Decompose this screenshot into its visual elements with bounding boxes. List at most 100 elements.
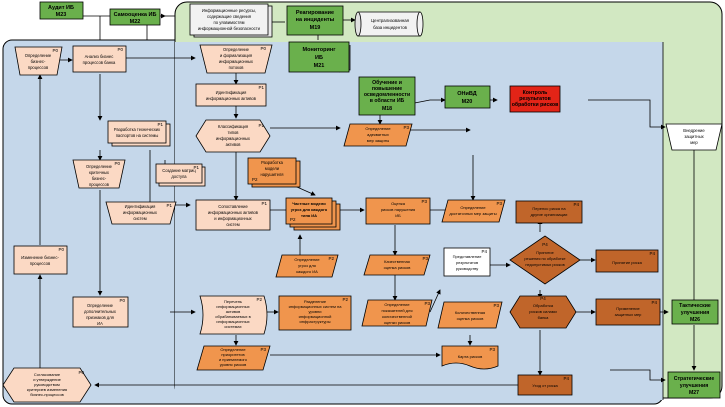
node-p0-critical[interactable]: P0 Определение критичных бизнес- процесс… — [72, 159, 126, 189]
audit-code: М23 — [56, 12, 67, 18]
audit-box[interactable]: Аудит ИБ М23 — [39, 1, 84, 20]
node-text-p3-sufficient-tag: P3 — [496, 201, 502, 206]
node-p4-accept[interactable]: P4 Принятие риска — [595, 249, 659, 273]
node-text-p2-list-tag: P2 — [256, 297, 262, 302]
incidentdb-line1: Централизованная — [371, 18, 410, 23]
incidentdb-cylinder[interactable]: Централизованная база инцидентов — [354, 11, 424, 37]
node-text-p2-model-line1: Разработка — [261, 160, 284, 165]
node-text-p2-split-tag: P2 — [342, 297, 348, 302]
node-p4-avoid[interactable]: P4 Уход от риска — [517, 374, 573, 396]
node-p1-passports[interactable]: P1 Разработка технических паспортов на с… — [107, 120, 171, 147]
node-text-p0-analysis-tag: P0 — [117, 47, 123, 52]
strategic-box[interactable]: Стратегические улучшения М27 — [667, 371, 721, 399]
node-p0-agree[interactable]: P0 Согласование и утверждение руководств… — [2, 367, 92, 403]
node-p3-result-present[interactable]: P4 Представление результатов руководству — [443, 247, 491, 277]
node-text-p1-ident-systems-line1: Идентификация — [125, 204, 156, 209]
node-implement[interactable]: Внедрение защитных мер — [665, 123, 723, 151]
node-text-p3-result-present-tag: P4 — [481, 249, 487, 254]
node-text-p3-priorities-line1: Определение — [220, 347, 246, 352]
selfassess-box[interactable]: Самооценка ИБ М22 — [109, 8, 161, 26]
incident-box[interactable]: Реагирование на инциденты М19 — [286, 5, 344, 36]
node-text-p1-ident-assets-tag: P1 — [258, 85, 264, 90]
tactical-box[interactable]: Тактические улучшения М26 — [671, 299, 719, 325]
inforesources-doc[interactable]: Информационные ресурсы, содержащие сведе… — [189, 3, 273, 38]
node-text-p4-transfer-line1: Перенос риска на — [532, 206, 566, 211]
node-p3-sufficient[interactable]: P3 Определение достаточных мер защиты — [441, 199, 506, 223]
node-p1-ident-systems[interactable]: P1 Идентификация информационных систем — [105, 201, 177, 225]
node-p1-mapping[interactable]: P1 Сопоставление информационных активов … — [195, 199, 271, 231]
node-text-p2-list-line4: обрабатываемых в — [215, 314, 250, 319]
node-p1-ident-assets[interactable]: P1 Идентификация информационных активов — [195, 83, 267, 107]
inforesources-line2: содержащие сведения — [207, 14, 251, 19]
selfassess-label: Самооценка ИБ — [114, 12, 157, 18]
node-text-p0-business-line1: Определение — [25, 53, 52, 58]
node-text-p1-passports-line2: паспортов на системы — [116, 133, 159, 138]
monitoring-line2: ИБ — [315, 55, 323, 61]
node-p2-threats-each[interactable]: P2 Определение угроз для каждого ИА — [275, 254, 339, 278]
node-text-p2-split-line4: информационной — [299, 314, 332, 319]
incident-line2: на инциденты — [296, 17, 335, 23]
node-text-p2-list-line2: информационных — [216, 304, 249, 309]
node-text-p3-indicators-line2: показателей для — [382, 308, 413, 313]
node-p4-transfer[interactable]: P4 Перенос риска на другие организации — [515, 200, 583, 224]
node-p3-riskmap[interactable]: P3 Карта рисков — [441, 345, 499, 370]
node-p4-decision[interactable]: P4 Принятие решения по обработке недопус… — [509, 235, 581, 285]
node-text-p0-flows-line4: потоков — [229, 65, 244, 70]
node-text-p2-split-line2: информационных систем на — [289, 304, 343, 309]
node-p3-protection[interactable]: P3 Определение адекватных мер защиты — [343, 123, 413, 147]
node-p1-classification[interactable]: P1 Классификация типов информационных ак… — [195, 119, 271, 153]
node-p2-assess-risk[interactable]: P3 Оценка рисков нарушения ИБ — [365, 197, 431, 225]
node-p0-additional[interactable]: P0 Определение дополнительных признаков … — [72, 296, 129, 328]
monitoring-box[interactable]: Мониторинг ИБ М21 — [288, 41, 350, 73]
node-text-tactical-line2: улучшения — [681, 310, 710, 316]
training-line4: в области ИБ — [370, 97, 405, 104]
node-p3-quant[interactable]: P3 Количественная оценка рисков — [437, 301, 503, 329]
node-text-p2-threats-each-line3: каждого ИА — [296, 269, 318, 274]
node-text-p3-quant-tag: P3 — [493, 303, 499, 308]
node-text-p1-classification-line3: информационных — [216, 136, 250, 141]
node-text-p3-priorities-line2: приоритетов — [221, 352, 244, 357]
node-text-p4-process-bank-line3: банка — [538, 315, 549, 320]
node-p2-model[interactable]: P2 Разработка модели нарушителя — [247, 157, 301, 188]
node-p0-flows[interactable]: P0 Определение и формализация информацио… — [199, 44, 273, 74]
node-p1-access[interactable]: P1 Создание матриц доступа — [155, 163, 206, 187]
node-text-tactical-line3: М26 — [690, 317, 700, 323]
node-text-p0-critical-tag: P0 — [114, 161, 120, 166]
node-p0-business[interactable]: P0 Определение бизнес- процессов — [14, 46, 63, 76]
node-text-tactical-line1: Тактические — [679, 303, 711, 309]
node-text-p0-flows-tag: P0 — [260, 46, 266, 51]
node-text-p1-passports-line1: Разработка технических — [114, 127, 160, 132]
node-p3-quality[interactable]: P3 Качественная оценка рисков — [363, 254, 431, 276]
selfassess-code: М22 — [130, 19, 141, 25]
node-text-p3-riskmap-tag: P3 — [489, 347, 495, 352]
control-box[interactable]: Контроль результатов обработки рисков — [509, 85, 561, 113]
node-p4-apply[interactable]: P4 Применение защитных мер — [595, 298, 661, 326]
node-text-p2-assess-risk-tag: P3 — [421, 199, 427, 204]
training-box[interactable]: Обучение и повышение осведомленности в о… — [358, 76, 416, 116]
node-p0-analysis[interactable]: P0 Анализ бизнес процессов банка — [72, 45, 127, 73]
node-p3-indicators[interactable]: P3 Определение показателей для количеств… — [361, 299, 433, 327]
incidentdb-line2: база инцидентов — [373, 25, 407, 30]
onivd-box[interactable]: ОНиВД М20 — [444, 85, 491, 109]
node-p4-process-bank[interactable]: P4 Обработка рисков силами банка — [509, 295, 577, 329]
node-p3-priorities[interactable]: P3 Определение приоритетов и приемлемого… — [196, 345, 271, 371]
node-text-p1-passports-tag: P1 — [157, 122, 163, 127]
node-p2-split[interactable]: P2 Разделение информационных систем на у… — [278, 295, 352, 331]
node-text-p0-critical-line3: бизнес- — [92, 176, 107, 181]
node-text-p3-priorities-line4: уровня рисков — [220, 362, 247, 367]
node-text-p0-change-line2: процессов — [30, 261, 51, 266]
training-line1: Обучение и — [372, 79, 402, 86]
node-text-p1-ident-assets-line2: информационных активов — [206, 96, 256, 101]
node-text-p1-classification-tag: P1 — [258, 123, 264, 128]
node-text-p2-list-line3: активов — [226, 309, 241, 314]
node-text-p3-protection-line1: Определение — [365, 126, 391, 131]
node-text-p2-assess-risk-line3: ИБ — [395, 213, 401, 218]
node-text-implement-line3: мер — [690, 140, 698, 145]
node-p2-threat-models[interactable]: P2 Частные модели угроз для каждого типа… — [285, 197, 341, 231]
node-text-p0-business-line3: процессов — [28, 65, 49, 70]
node-p2-list[interactable]: P2 Перечень информационных активов обраб… — [199, 295, 268, 335]
node-text-p4-avoid-tag: P4 — [563, 376, 569, 381]
node-text-p2-list-line6: системах — [224, 324, 241, 329]
inforesources-line4: информационной безопасности — [198, 26, 261, 31]
node-p0-change[interactable]: P0 Изменение бизнес- процессов — [13, 245, 68, 275]
